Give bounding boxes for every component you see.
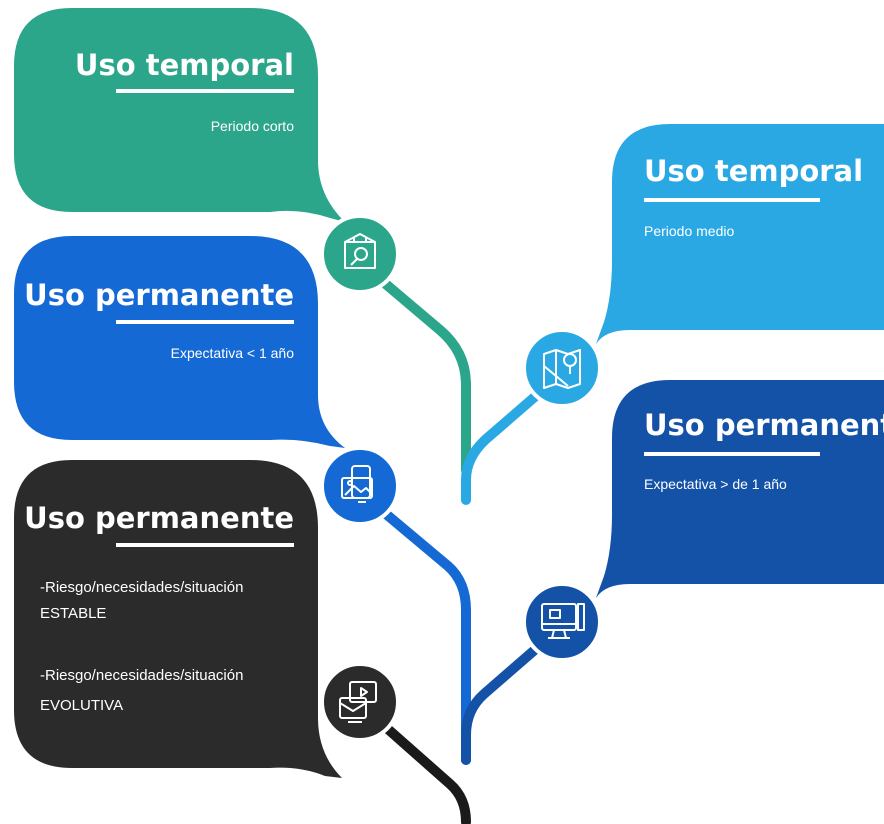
branch-blue: [350, 483, 471, 765]
bubble-text: -Riesgo/necesidades/situación: [40, 667, 243, 684]
bubble-temporal-corto: Uso temporal Periodo corto: [14, 8, 345, 222]
bubble-title: Uso temporal: [75, 48, 294, 82]
branch-dark: [350, 695, 471, 824]
box-search-icon: [320, 214, 400, 294]
branch-light-blue: [461, 370, 565, 505]
map-pin-icon: [522, 328, 602, 408]
bubble-text: ESTABLE: [40, 605, 106, 622]
computer-icon: [522, 582, 602, 662]
title-underline: [116, 89, 294, 93]
video-screen-icon: [320, 662, 400, 742]
bubble-title: Uso permanente: [644, 408, 884, 442]
bubble-text: -Riesgo/necesidades/situación: [40, 579, 243, 596]
bubble-title: Uso permanente: [24, 501, 294, 535]
bubble-title: Uso temporal: [644, 154, 863, 188]
tablet-image-icon: [320, 446, 400, 526]
bubble-permanente-riesgo: Uso permanente -Riesgo/necesidades/situa…: [14, 460, 342, 778]
title-underline: [116, 320, 294, 324]
bubble-title: Uso permanente: [24, 278, 294, 312]
bubble-permanente-mayor: Uso permanente Expectativa > de 1 año: [596, 380, 884, 598]
title-underline: [116, 543, 294, 547]
bubble-permanente-menor: Uso permanente Expectativa < 1 año: [14, 236, 345, 448]
bubble-text: Expectativa < 1 año: [171, 345, 295, 361]
branch-dark-blue: [461, 623, 565, 765]
title-underline: [644, 452, 820, 456]
tree-branches: [350, 253, 565, 824]
title-underline: [644, 198, 820, 202]
bubble-text: Periodo medio: [644, 223, 734, 239]
bubble-text: Expectativa > de 1 año: [644, 476, 787, 492]
bubble-text: Periodo corto: [211, 118, 294, 134]
branch-green: [350, 253, 471, 475]
bubble-text: EVOLUTIVA: [40, 697, 123, 714]
bubble-temporal-medio: Uso temporal Periodo medio: [596, 124, 884, 344]
